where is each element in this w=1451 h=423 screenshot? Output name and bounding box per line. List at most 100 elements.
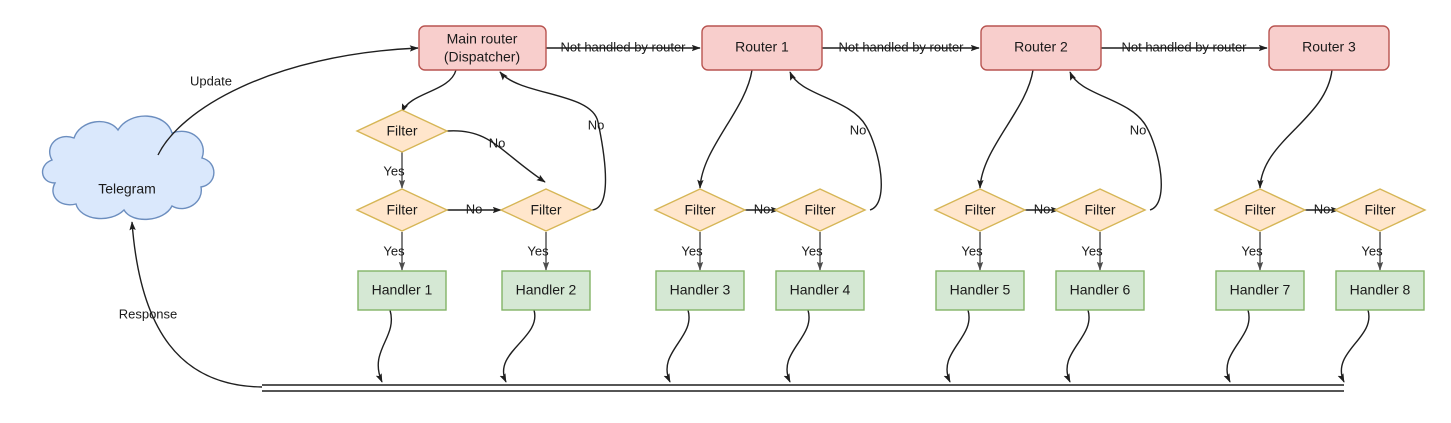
edge-handler2-to-bus: [499, 309, 536, 383]
edge-handler8-to-bus: [1337, 309, 1370, 383]
node-handler-6[interactable]: Handler 6: [1055, 270, 1145, 311]
node-handler-3[interactable]: Handler 3: [655, 270, 745, 311]
edge-router3-to-filter9: [1257, 69, 1333, 189]
edge-label-yes-h3: Yes: [681, 243, 703, 258]
edge-label-not-handled-3: Not handled by router: [1121, 39, 1247, 54]
node-filter-3[interactable]: Filter: [499, 188, 594, 232]
edge-label-no-return-2: No: [850, 122, 867, 137]
node-filter-9[interactable]: Filter: [1333, 188, 1427, 232]
node-handler-1[interactable]: Handler 1: [357, 270, 447, 311]
node-filter-7[interactable]: Filter: [1053, 188, 1147, 232]
filter-9-diamond: [1333, 188, 1427, 232]
filter-4-label: Filter: [684, 202, 715, 218]
edge-label-no-mid-2: No: [754, 201, 771, 216]
filter-5-diamond: [773, 188, 867, 232]
node-filter-2[interactable]: Filter: [355, 188, 449, 232]
node-filter-6[interactable]: Filter: [933, 188, 1027, 232]
edge-filter8-no-return-router2: [1069, 71, 1162, 211]
filter-9-label: Filter: [1364, 202, 1395, 218]
edge-label-no-mid-3: No: [1034, 201, 1051, 216]
edge-handler5-to-bus: [943, 309, 970, 383]
filter-8-label: Filter: [1244, 202, 1275, 218]
filter-3-diamond: [499, 188, 594, 232]
handler-4-box: [775, 270, 865, 311]
node-handler-2[interactable]: Handler 2: [501, 270, 591, 311]
filter-1-diamond: [355, 109, 449, 153]
filter-8-diamond: [1213, 188, 1307, 232]
filter-3-label: Filter: [530, 202, 561, 218]
edge-handler3-to-bus: [663, 309, 690, 383]
edge-label-no-mid-1: No: [466, 201, 483, 216]
router-3-box: [1268, 25, 1390, 71]
edge-label-not-handled-1: Not handled by router: [560, 39, 686, 54]
filter-6-label: Filter: [964, 202, 995, 218]
edge-update: [157, 45, 419, 156]
node-router-2[interactable]: Router 2: [980, 25, 1102, 71]
node-filter-1[interactable]: Filter: [355, 109, 449, 153]
edge-label-yes-h8: Yes: [1361, 243, 1383, 258]
filter-4-diamond: [653, 188, 747, 232]
edge-label-yes-h2: Yes: [527, 243, 549, 258]
edge-label-yes-h6: Yes: [1081, 243, 1103, 258]
edge-handler7-to-bus: [1223, 309, 1250, 383]
edge-router1-to-filter5: [697, 69, 753, 189]
handler-5-label: Handler 5: [950, 282, 1011, 298]
node-handler-5[interactable]: Handler 5: [935, 270, 1025, 311]
edge-label-yes-filter1: Yes: [383, 163, 405, 178]
filter-7-label: Filter: [1084, 202, 1115, 218]
handler-8-label: Handler 8: [1350, 282, 1411, 298]
handler-7-box: [1215, 270, 1305, 311]
handler-1-label: Handler 1: [372, 282, 433, 298]
handler-4-label: Handler 4: [790, 282, 851, 298]
telegram-cloud-node[interactable]: Telegram: [41, 115, 215, 221]
node-handler-4[interactable]: Handler 4: [775, 270, 865, 311]
node-router-1[interactable]: Router 1: [701, 25, 823, 71]
main-router-box: [418, 25, 547, 71]
handler-7-label: Handler 7: [1230, 282, 1291, 298]
handler-2-box: [501, 270, 591, 311]
edge-label-response: Response: [119, 306, 178, 321]
node-handler-8[interactable]: Handler 8: [1335, 270, 1425, 311]
telegram-label: Telegram: [98, 181, 156, 197]
edge-handler4-to-bus: [783, 309, 810, 383]
filter-1-label: Filter: [386, 123, 417, 139]
handler-5-box: [935, 270, 1025, 311]
edge-label-yes-h4: Yes: [801, 243, 823, 258]
filter-7-diamond: [1053, 188, 1147, 232]
cloud-shape: [41, 115, 215, 221]
main-router-label-line2: (Dispatcher): [444, 49, 520, 65]
filter-6-diamond: [933, 188, 1027, 232]
node-router-3[interactable]: Router 3: [1268, 25, 1390, 71]
handler-2-label: Handler 2: [516, 282, 577, 298]
handler-6-box: [1055, 270, 1145, 311]
node-handler-7[interactable]: Handler 7: [1215, 270, 1305, 311]
edge-label-no-return-1: No: [588, 117, 605, 132]
edge-dispatcher-to-filter1: [401, 69, 457, 113]
edge-label-yes-h5: Yes: [961, 243, 983, 258]
filter-5-label: Filter: [804, 202, 835, 218]
edge-label-no-return-3: No: [1130, 122, 1147, 137]
node-filter-4[interactable]: Filter: [653, 188, 747, 232]
edge-label-no-mid-4: No: [1314, 201, 1331, 216]
edge-label-yes-h1: Yes: [383, 243, 405, 258]
node-main-router[interactable]: Main router (Dispatcher): [418, 25, 547, 71]
edge-handler1-to-bus: [375, 309, 393, 383]
edge-label-update: Update: [190, 73, 232, 88]
handler-3-label: Handler 3: [670, 282, 731, 298]
edge-filter1-no-to-filter2: [446, 130, 546, 183]
filter-2-diamond: [355, 188, 449, 232]
handler-1-box: [357, 270, 447, 311]
router-2-box: [980, 25, 1102, 71]
edge-response: [129, 221, 263, 388]
router-3-label: Router 3: [1302, 39, 1356, 55]
edge-handler6-to-bus: [1063, 309, 1090, 383]
node-filter-8[interactable]: Filter: [1213, 188, 1307, 232]
main-router-label-line1: Main router: [447, 31, 518, 47]
edge-filter6-no-return-router1: [789, 71, 882, 211]
router-1-label: Router 1: [735, 39, 789, 55]
edge-label-no-filter1: No: [489, 135, 506, 150]
edge-filter4-no-return-dispatcher: [499, 71, 607, 211]
node-filter-5[interactable]: Filter: [773, 188, 867, 232]
handler-3-box: [655, 270, 745, 311]
edge-label-yes-h7: Yes: [1241, 243, 1263, 258]
